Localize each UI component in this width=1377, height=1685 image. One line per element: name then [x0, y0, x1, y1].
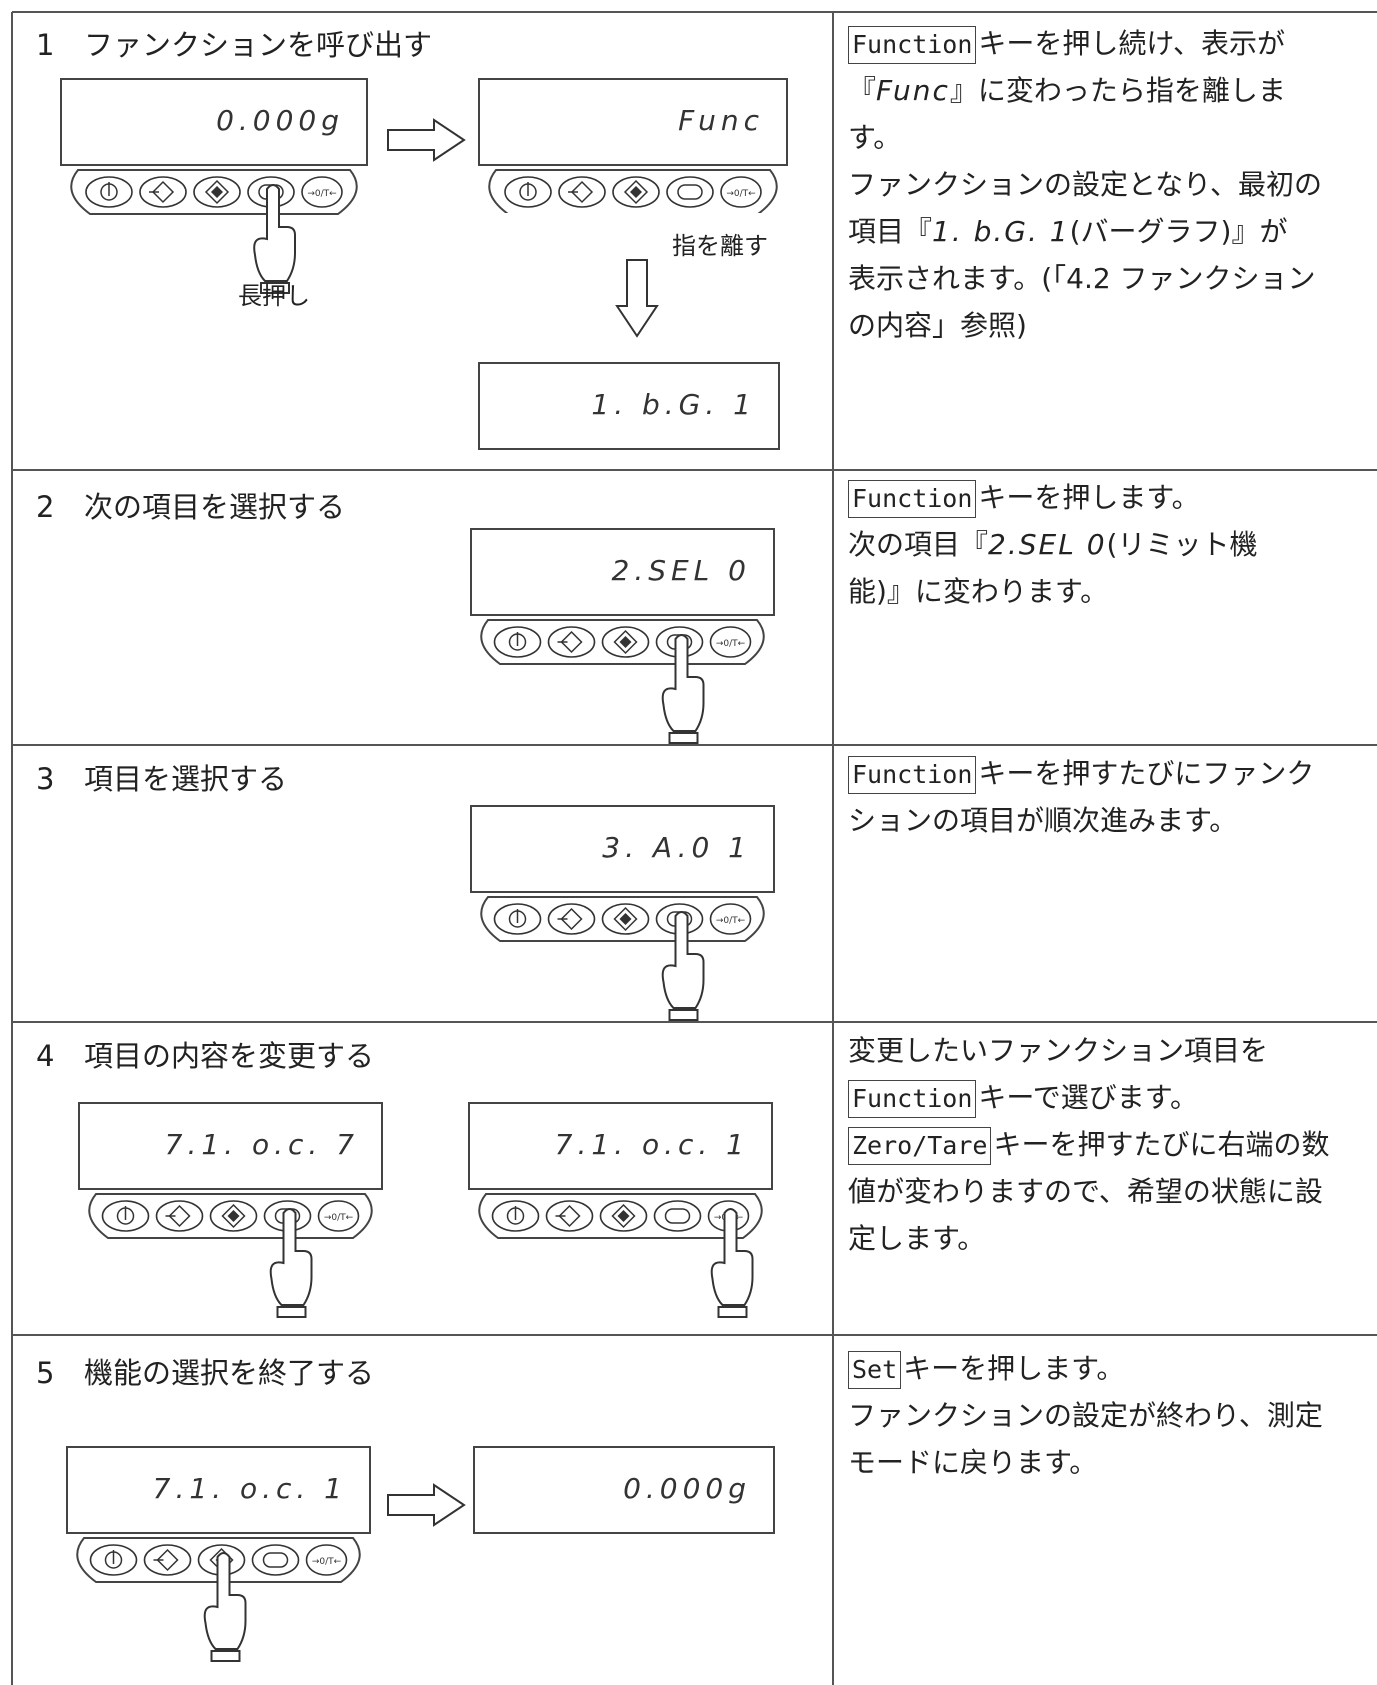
set-key-icon: [209, 1200, 258, 1232]
scale-panel-3: →0/T← 3. A.0 1: [470, 805, 775, 1040]
set-key-label: Set: [848, 1351, 902, 1389]
lcd-display-readout: 0.000g: [216, 104, 344, 137]
scale-panel-5a: →0/T← 7.1. o.c. 1: [66, 1446, 371, 1681]
pressing-finger-icon: [269, 1208, 313, 1318]
print-key-icon: [558, 176, 606, 208]
function-key-icon: [666, 176, 714, 208]
function-key-label: Function: [848, 26, 977, 64]
set-key-icon: [599, 1200, 648, 1232]
lcd-display-readout: Func: [678, 104, 764, 137]
set-key-icon: [601, 626, 650, 658]
zero-tare-key-label: Zero/Tare: [848, 1127, 992, 1165]
set-key-icon: [601, 903, 650, 935]
svg-text:→0/T←: →0/T←: [312, 1557, 342, 1567]
release-finger-caption: 指を離す: [672, 232, 768, 260]
pressing-finger-icon: [203, 1552, 247, 1662]
pressing-finger-icon: [661, 634, 705, 744]
function-key-label: Function: [848, 756, 977, 794]
arrow-right-icon: [386, 118, 468, 166]
scale-panel-1b: →0/T← Func: [478, 78, 788, 215]
set-key-icon: [193, 176, 241, 208]
lcd-display-readout: 2.SEL 0: [611, 554, 751, 587]
svg-text:→0/T←: →0/T←: [716, 639, 746, 649]
zero-tare-key-icon: →0/T←: [709, 903, 752, 935]
lcd-display-readout: 7.1. o.c. 1: [554, 1128, 749, 1161]
svg-text:→0/T←: →0/T←: [324, 1213, 354, 1223]
print-key-icon: [143, 1544, 192, 1576]
power-key-icon: [493, 903, 542, 935]
svg-text:→0/T←: →0/T←: [726, 189, 756, 199]
zero-tare-key-icon: →0/T←: [301, 176, 343, 208]
lcd-display-readout: 7.1. o.c. 1: [152, 1472, 347, 1505]
print-key-icon: [547, 626, 596, 658]
print-key-icon: [139, 176, 187, 208]
set-key-icon: [612, 176, 660, 208]
svg-text:→0/T←: →0/T←: [307, 189, 337, 199]
print-key-icon: [155, 1200, 204, 1232]
function-key-icon: [653, 1200, 702, 1232]
power-key-icon: [491, 1200, 540, 1232]
print-key-icon: [545, 1200, 594, 1232]
power-key-icon: [89, 1544, 138, 1576]
pressing-finger-icon: [253, 184, 296, 294]
scale-display-1c: 1. b.G. 1: [478, 362, 780, 452]
scale-display-5b: 0.000g: [473, 1446, 775, 1536]
power-key-icon: [493, 626, 542, 658]
long-press-caption: 長押し: [238, 282, 310, 310]
lcd-display-readout: 3. A.0 1: [602, 831, 751, 864]
scale-panel-4b: →0/T←7.1. o.c. 1: [468, 1102, 773, 1337]
lcd-display-readout: 1. b.G. 1: [591, 388, 756, 421]
zero-tare-key-icon: →0/T←: [720, 176, 762, 208]
arrow-down-icon: [615, 258, 659, 344]
lcd-display-readout: 0.000g: [623, 1472, 751, 1505]
zero-tare-key-icon: →0/T←: [305, 1544, 348, 1576]
svg-text:→0/T←: →0/T←: [716, 916, 746, 926]
pressing-finger-icon: [710, 1208, 754, 1318]
scale-panel-2: →0/T← 2.SEL 0: [470, 528, 775, 763]
arrow-right-icon: [386, 1483, 468, 1531]
lcd-display-readout: 7.1. o.c. 7: [164, 1128, 359, 1161]
print-key-icon: [547, 903, 596, 935]
scale-panel-4a: →0/T← 7.1. o.c. 7: [78, 1102, 383, 1337]
power-key-icon: [504, 176, 552, 208]
function-key-label: Function: [848, 480, 977, 518]
zero-tare-key-icon: →0/T←: [709, 626, 752, 658]
power-key-icon: [101, 1200, 150, 1232]
scale-panel-1a: →0/T← 0.000g: [60, 78, 368, 313]
power-key-icon: [85, 176, 133, 208]
zero-tare-key-icon: →0/T←: [317, 1200, 360, 1232]
function-key-label: Function: [848, 1080, 977, 1118]
function-key-icon: [251, 1544, 300, 1576]
pressing-finger-icon: [661, 911, 705, 1021]
